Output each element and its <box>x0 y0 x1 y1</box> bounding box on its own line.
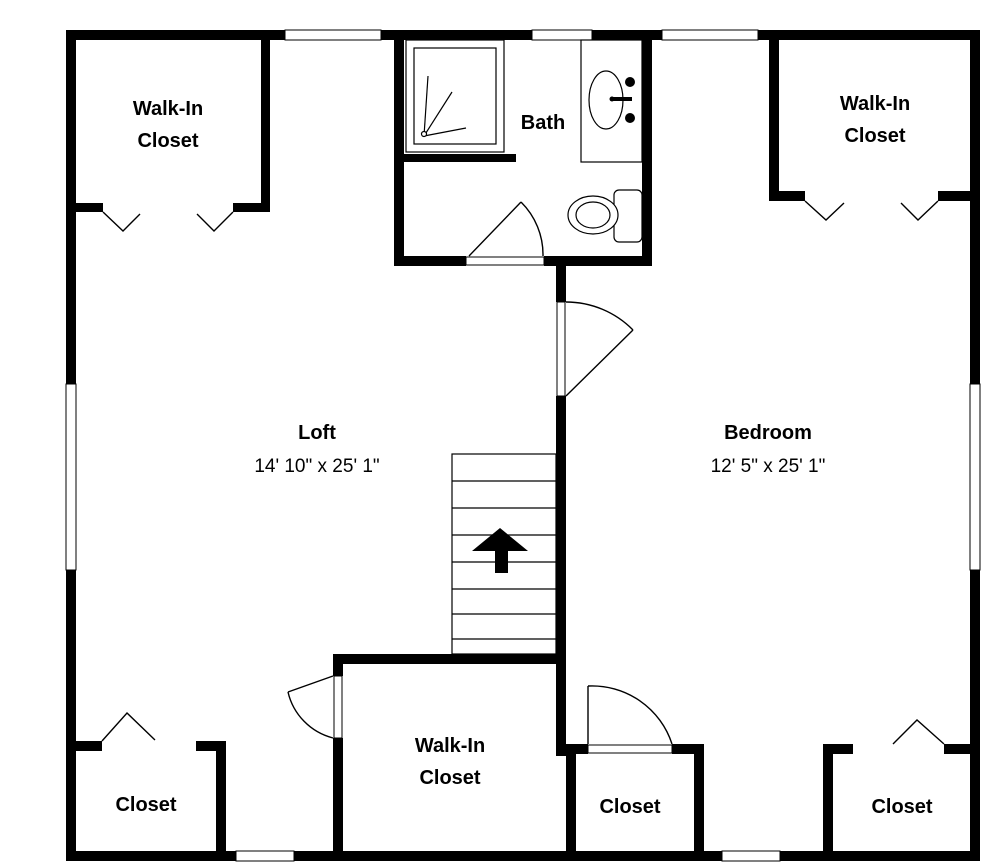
bath-label: Bath <box>521 112 565 134</box>
vanity-sink <box>580 39 643 163</box>
closet-bottom-middle-door <box>587 685 673 754</box>
walkin-closet-top-left-label-2: Closet <box>137 130 198 152</box>
closet-bottom-right-walls <box>823 744 980 861</box>
walkin-closet-bottom-center-label-2: Closet <box>419 767 480 789</box>
walkin-closet-top-right-label-1: Walk-In <box>840 93 910 115</box>
walkin-closet-bottom-center-walls <box>333 654 566 861</box>
loft-label: Loft <box>298 422 336 444</box>
walkin-closet-top-right-walls <box>769 30 980 201</box>
walkin-closet-bottom-center-label-1: Walk-In <box>415 735 485 757</box>
bath-door <box>465 201 545 266</box>
loft-dimensions: 14' 10" x 25' 1" <box>254 456 379 477</box>
closet-bottom-right-door <box>892 719 945 745</box>
bedroom-label: Bedroom <box>724 422 812 444</box>
closet-bottom-middle-label: Closet <box>599 796 660 818</box>
toilet <box>567 189 643 243</box>
walkin-closet-top-left-walls <box>66 30 270 212</box>
bedroom-door <box>556 301 634 397</box>
closet-bottom-left-door <box>101 711 156 742</box>
bedroom-dimensions: 12' 5" x 25' 1" <box>711 456 826 477</box>
walkin-closet-top-right-doors <box>804 200 939 221</box>
closet-bottom-middle-walls <box>566 744 704 861</box>
exterior-walls <box>66 30 980 861</box>
closet-bottom-left-label: Closet <box>115 794 176 816</box>
closet-bottom-left-walls <box>66 741 226 861</box>
central-partition <box>556 266 566 756</box>
walkin-closet-top-left-doors <box>102 211 234 232</box>
shower <box>405 39 505 153</box>
walkin-closet-top-left-label-1: Walk-In <box>133 98 203 120</box>
bath-walls <box>394 30 652 266</box>
walkin-closet-top-right-label-2: Closet <box>844 125 905 147</box>
windows <box>65 29 981 862</box>
walkin-closet-bottom-center-door <box>287 675 343 739</box>
closet-bottom-right-label: Closet <box>871 796 932 818</box>
up-arrow-icon <box>472 528 528 573</box>
